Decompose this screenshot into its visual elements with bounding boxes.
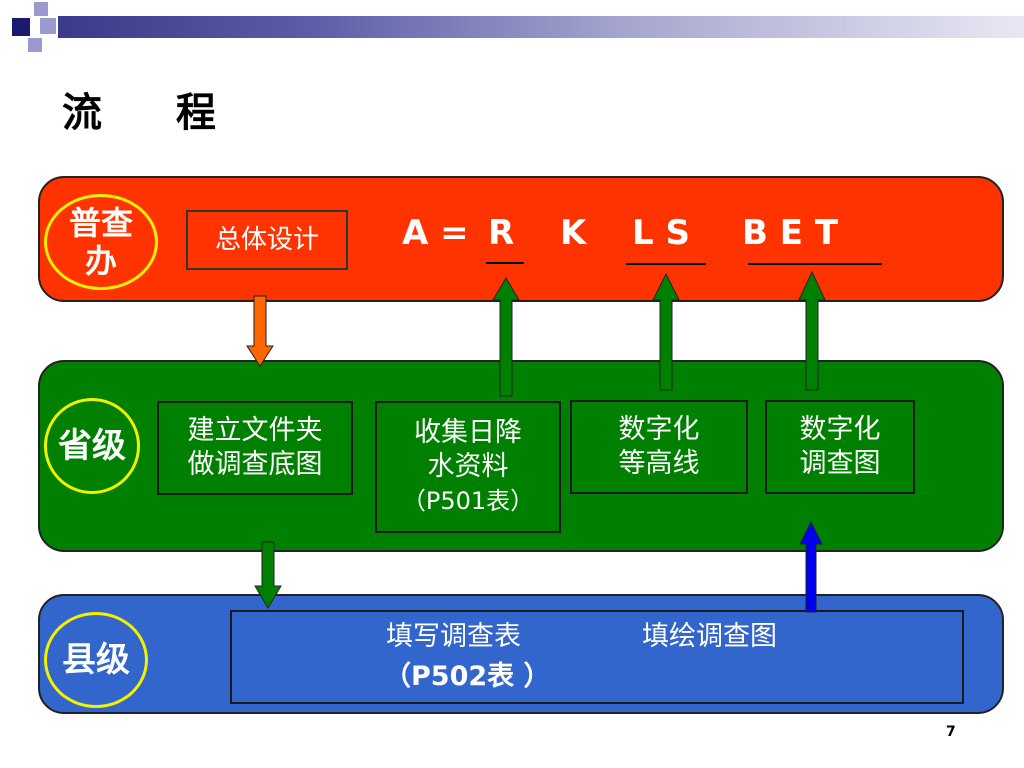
folder-line2: 做调查底图 — [187, 449, 323, 480]
survey-map-digitize-box: 数字化 调查图 — [765, 400, 915, 494]
overall-design-box: 总体设计 — [186, 210, 348, 270]
level-circle-province: 省级 — [44, 398, 140, 494]
arrow-map-to-bet — [798, 270, 826, 391]
province-level-band — [38, 360, 1004, 552]
arrow-county-to-map — [799, 520, 823, 613]
formula-r: R — [488, 213, 515, 253]
formula-a-eq: A = — [402, 213, 469, 253]
arrow-design-to-folder — [246, 295, 274, 367]
contour-line1: 数字化 — [618, 414, 700, 445]
arrow-folder-to-county — [254, 541, 282, 609]
rain-line3: （P501表） — [401, 487, 535, 515]
arrow-contour-to-ls — [652, 272, 680, 391]
formula-bet: B E T — [742, 213, 839, 253]
rainfall-data-box: 收集日降 水资料 （P501表） — [375, 401, 561, 533]
level-label-national: 普查办 — [68, 204, 133, 280]
level-circle-county: 县级 — [44, 612, 148, 708]
folder-basemap-box: 建立文件夹 做调查底图 — [157, 401, 353, 495]
national-level-band — [38, 176, 1004, 302]
formula-k: K — [560, 213, 587, 253]
underline-bet — [748, 263, 882, 265]
level-circle-national: 普查办 — [44, 194, 158, 290]
rain-line1: 收集日降 — [414, 417, 522, 448]
folder-line1: 建立文件夹 — [187, 415, 323, 446]
page-number: 7 — [946, 724, 956, 740]
rain-line2: 水资料 — [427, 451, 509, 482]
contour-line2: 等高线 — [618, 448, 700, 479]
county-fill-map: 填绘调查图 — [642, 621, 777, 652]
level-label-county: 县级 — [62, 640, 130, 680]
corner-decoration — [0, 0, 60, 60]
underline-ls — [626, 263, 706, 265]
page-title: 流 程 — [62, 89, 246, 136]
contour-digitize-box: 数字化 等高线 — [570, 400, 748, 494]
county-level-band — [38, 594, 1004, 714]
county-survey-box: 填写调查表 填绘调查图 （P502表 ） — [230, 610, 964, 704]
county-table-ref: （P502表 ） — [384, 661, 551, 692]
overall-design-label: 总体设计 — [214, 225, 319, 255]
map-line1: 数字化 — [799, 414, 881, 445]
county-fill-table: 填写调查表 — [386, 621, 521, 652]
arrow-rain-to-r — [492, 277, 520, 397]
level-label-province: 省级 — [58, 426, 126, 466]
underline-r — [486, 262, 524, 264]
top-gradient-bar — [58, 16, 1024, 38]
map-line2: 调查图 — [799, 448, 881, 479]
formula-ls: L S — [632, 213, 690, 253]
